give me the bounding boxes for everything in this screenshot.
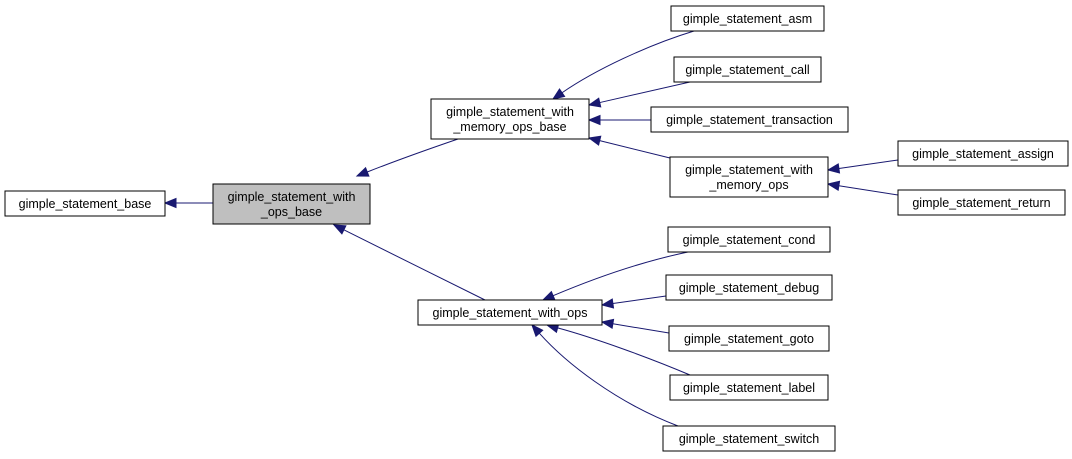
edge-line [612,295,667,304]
class-node-label: gimple_statement_transaction [666,113,833,127]
edge-line [599,81,691,104]
class-node-label: gimple_statement_call [685,63,809,77]
class-node-box[interactable] [897,140,1069,167]
class-node-with-memory-ops-base[interactable]: gimple_statement_with_memory_ops_base [430,98,590,140]
class-node-label: _ops_base [260,205,322,219]
class-node-box[interactable] [669,374,829,401]
inheritance-edge [587,114,651,126]
class-node-label: gimple_statement_with [685,163,813,177]
class-node-label[interactable]: gimple_statement_label [669,374,829,401]
edge-line [557,327,691,376]
class-node-switch[interactable]: gimple_statement_switch [662,425,836,452]
inheritance-edge [355,138,459,177]
class-node-box[interactable] [662,425,836,452]
arrowhead-icon [826,163,841,174]
edge-line [367,138,459,173]
edge-line [561,30,695,94]
class-node-label: _memory_ops_base [452,120,566,134]
edge-line [612,323,670,334]
class-node-with-ops[interactable]: gimple_statement_with_ops [417,299,603,326]
class-node-debug[interactable]: gimple_statement_debug [665,274,833,301]
class-node-label: gimple_statement_switch [679,432,819,446]
class-node-asm[interactable]: gimple_statement_asm [670,5,825,32]
inheritance-edge [587,81,691,108]
arrowhead-icon [587,135,602,146]
class-node-box[interactable] [650,106,849,133]
arrowhead-icon [600,298,615,309]
class-node-box[interactable] [4,190,166,217]
inheritance-edge [600,295,667,309]
class-node-label: gimple_statement_base [19,197,152,211]
class-node-box[interactable] [668,325,830,352]
class-node-assign[interactable]: gimple_statement_assign [897,140,1069,167]
inheritance-edge [600,318,670,334]
class-node-box[interactable] [673,56,822,83]
edge-line [538,332,679,427]
inheritance-edge [332,224,486,301]
arrowhead-icon [541,290,556,301]
edge-line [343,229,486,301]
class-node-label: gimple_statement_asm [683,12,812,26]
inheritance-edge [551,30,695,100]
arrowhead-icon [587,114,601,126]
class-node-transaction[interactable]: gimple_statement_transaction [650,106,849,133]
class-node-box[interactable] [667,226,831,253]
class-node-cond[interactable]: gimple_statement_cond [667,226,831,253]
inheritance-edge [531,324,679,427]
class-node-label: gimple_statement_goto [684,332,814,346]
inheritance-edge [163,197,213,209]
inheritance-edge [545,322,691,376]
class-node-call[interactable]: gimple_statement_call [673,56,822,83]
edge-line [838,159,899,169]
class-node-label: gimple_statement_debug [679,281,819,295]
class-node-label: gimple_statement_return [912,196,1050,210]
class-node-box[interactable] [430,98,590,140]
class-node-box[interactable] [212,183,371,225]
class-node-box[interactable] [417,299,603,326]
arrowhead-icon [587,97,602,108]
inheritance-edges [163,30,899,427]
arrowhead-icon [826,180,841,191]
arrowhead-icon [551,88,566,100]
class-node-with-memory-ops[interactable]: gimple_statement_with_memory_ops [669,156,829,198]
class-node-label: gimple_statement_assign [912,147,1054,161]
class-nodes: gimple_statement_base gimple_statement_wi… [4,5,1069,452]
inheritance-edge [587,135,671,159]
class-node-box[interactable] [670,5,825,32]
class-node-label: _memory_ops [708,178,788,192]
class-node-box[interactable] [669,156,829,198]
class-node-goto[interactable]: gimple_statement_goto [668,325,830,352]
edge-line [552,251,689,297]
class-node-box[interactable] [897,189,1066,216]
edge-line [599,140,671,159]
class-node-label: gimple_statement_label [683,381,815,395]
class-node-base[interactable]: gimple_statement_base [4,190,166,217]
class-node-label: gimple_statement_with [446,105,574,119]
class-node-return[interactable]: gimple_statement_return [897,189,1066,216]
class-node-box[interactable] [665,274,833,301]
inheritance-edge [826,159,899,174]
class-node-label: gimple_statement_with [228,190,356,204]
arrowhead-icon [163,197,177,209]
arrowhead-icon [355,166,370,177]
edge-line [838,185,899,196]
arrowhead-icon [600,318,615,330]
class-node-with-ops-base[interactable]: gimple_statement_with_ops_base [212,183,371,225]
arrowhead-icon [531,324,544,338]
class-node-label: gimple_statement_with_ops [433,306,588,320]
inheritance-edge [826,180,899,196]
class-node-label: gimple_statement_cond [683,233,816,247]
arrowhead-icon [332,224,347,235]
